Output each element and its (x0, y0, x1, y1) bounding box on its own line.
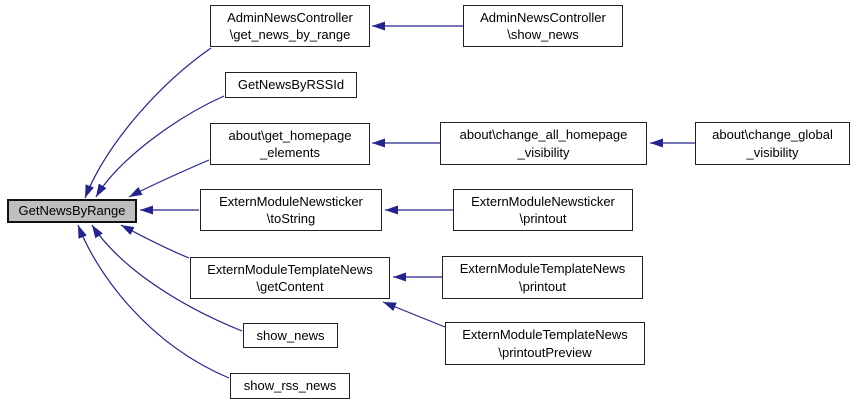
node-show-rss-news[interactable]: show_rss_news (230, 373, 350, 399)
node-about-change-global-visibility[interactable]: about\change_global _visibility (695, 122, 850, 165)
node-externmoduletemplatenews-printout[interactable]: ExternModuleTemplateNews \printout (442, 256, 643, 299)
edge-printoutpreview-to-getcontent (382, 301, 446, 328)
edge-showrssnews-to-root (77, 224, 230, 379)
edge-getnewsbyrssid-to-root (95, 95, 225, 198)
edge-shownews-to-root (91, 224, 243, 332)
node-about-get-homepage-elements[interactable]: about\get_homepage _elements (210, 123, 370, 165)
node-externmoduletemplatenews-getcontent[interactable]: ExternModuleTemplateNews \getContent (190, 257, 390, 299)
node-getnewsbyrssid[interactable]: GetNewsByRSSId (225, 72, 357, 98)
node-adminnewscontroller-show-news[interactable]: AdminNewsController \show_news (463, 5, 623, 47)
node-about-change-all-homepage-visibility[interactable]: about\change_all_homepage _visibility (440, 122, 647, 165)
edge-adminnews-getnewsbyrange-to-root (84, 47, 212, 199)
edge-getcontent-to-root (120, 224, 190, 259)
node-externmodulenewsticker-printout[interactable]: ExternModuleNewsticker \printout (453, 189, 633, 231)
node-externmodulenewsticker-tostring[interactable]: ExternModuleNewsticker \toString (200, 189, 382, 231)
node-getnewsbyrange: GetNewsByRange (7, 199, 137, 223)
node-externmoduletemplatenews-printoutpreview[interactable]: ExternModuleTemplateNews \printoutPrevie… (445, 322, 645, 365)
edge-gethomepage-to-root (128, 159, 210, 198)
node-adminnewscontroller-get-news-by-range[interactable]: AdminNewsController \get_news_by_range (210, 5, 370, 47)
node-show-news[interactable]: show_news (243, 323, 338, 348)
